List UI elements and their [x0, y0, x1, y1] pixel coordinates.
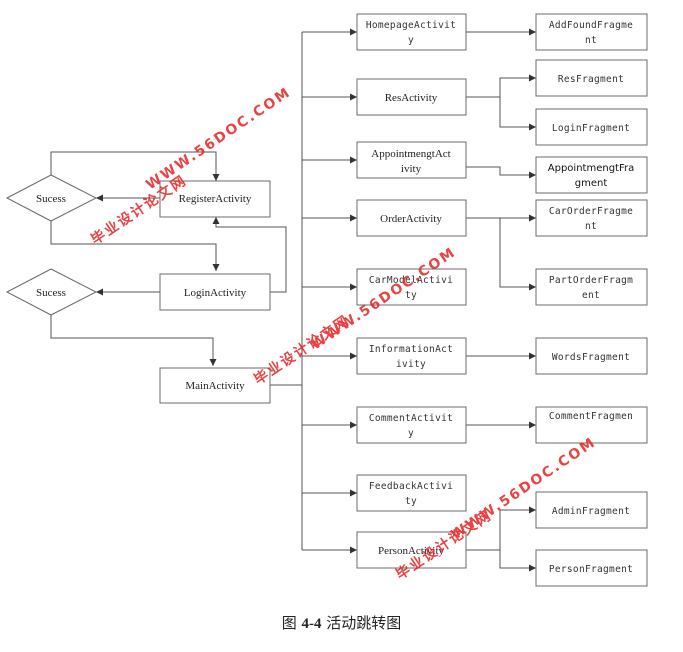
node-carmodel-line1: CarModelActivi [369, 275, 453, 286]
caption-prefix: 图 [281, 614, 297, 632]
activity-flow-diagram: Sucess Sucess RegisterActivity LoginActi… [5, 13, 648, 587]
decision-sucess-top-label: Sucess [36, 193, 66, 205]
node-carorder-fragment: CarOrderFragme nt [535, 199, 648, 237]
sucess-top-to-register-arrow [50, 151, 220, 181]
node-adminfrag-label: AdminFragment [552, 506, 630, 517]
node-person-activity: PersonActivity [356, 531, 467, 569]
sucess-bottom-to-main-arrow [50, 315, 217, 366]
decision-sucess-bottom-label: Sucess [36, 287, 66, 299]
decision-sucess-top: Sucess [5, 174, 98, 222]
node-order-activity: OrderActivity [356, 199, 467, 237]
appointment-to-appointfrag-arrow [466, 166, 536, 179]
node-information-activity: InformationAct ivity [356, 337, 467, 375]
node-feedback-line2: ty [405, 496, 417, 507]
person-to-admin-arrow [466, 506, 536, 551]
node-main-label: MainActivity [185, 380, 245, 392]
node-information-line2: ivity [396, 359, 426, 370]
login-to-register-arrow [212, 217, 287, 293]
node-loginfrag-label: LoginFragment [552, 123, 630, 134]
node-carorderfrag-line1: CarOrderFragme [549, 206, 633, 217]
res-to-loginfrag-arrow [499, 97, 536, 131]
node-login-label: LoginActivity [184, 287, 247, 299]
node-carorderfrag-line2: nt [585, 221, 597, 232]
node-login-activity: LoginActivity [159, 273, 271, 311]
node-addfound-fragment: AddFoundFragme nt [535, 13, 648, 51]
node-information-line1: InformationAct [369, 344, 453, 355]
node-order-label: OrderActivity [380, 213, 442, 225]
node-words-fragment: WordsFragment [535, 337, 648, 375]
caption-number: 4-4 [301, 616, 322, 632]
node-res-label: ResActivity [385, 92, 438, 104]
node-register-activity: RegisterActivity [159, 180, 271, 218]
watermark-site-1: WWW.56DOC.COM [143, 84, 294, 193]
node-personfrag-label: PersonFragment [549, 564, 633, 575]
node-partorderfrag-line1: PartOrderFragm [549, 275, 633, 286]
node-addfound-line2: nt [585, 35, 597, 46]
node-homepage-activity: HomepageActivit y [356, 13, 467, 51]
node-res-activity: ResActivity [356, 78, 467, 116]
node-homepage-line2: y [408, 35, 414, 46]
node-admin-fragment: AdminFragment [535, 491, 648, 529]
node-comment-line2: y [408, 428, 414, 439]
node-comment-line1: CommentActivit [369, 413, 453, 424]
caption-title: 活动跳转图 [326, 614, 402, 632]
node-person-label: PersonActivity [378, 545, 444, 557]
node-wordsfrag-label: WordsFragment [552, 352, 630, 363]
node-commentfrag-label: CommentFragmen [549, 411, 633, 422]
node-feedback-line1: FeedbackActivi [369, 481, 453, 492]
node-resfrag-label: ResFragment [558, 74, 624, 85]
node-feedback-activity: FeedbackActivi ty [356, 474, 467, 512]
node-appointment-activity: AppointmengtAct ivity [356, 141, 467, 179]
node-appointment-line1: AppointmengtAct [371, 148, 450, 160]
node-carmodel-line2: ty [405, 290, 417, 301]
order-to-partorderfrag-arrow [499, 218, 536, 291]
node-main-activity: MainActivity [159, 367, 271, 404]
connectors [50, 28, 536, 572]
person-to-personfrag-arrow [499, 550, 536, 572]
node-login-fragment: LoginFragment [535, 108, 648, 146]
node-appointment-line2: ivity [401, 163, 422, 175]
node-appointment-fragment: AppointmengtFra gment [535, 156, 648, 194]
node-addfound-line1: AddFoundFragme [549, 20, 633, 31]
node-res-fragment: ResFragment [535, 59, 648, 97]
node-appointfrag-line2: gment [575, 178, 608, 189]
figure-caption: 图 4-4 活动跳转图 [0, 612, 683, 633]
decision-sucess-bottom: Sucess [5, 268, 98, 316]
res-to-resfrag-arrow [466, 74, 536, 98]
node-person-fragment: PersonFragment [535, 549, 648, 587]
node-appointfrag-line1: AppointmengtFra [548, 163, 634, 174]
watermark-group: WWW.56DOC.COM 毕业设计论文网 WWW.56DOC.COM 毕业设计… [88, 84, 599, 583]
node-partorderfrag-line2: ent [582, 290, 600, 301]
node-comment-fragment: CommentFragmen [535, 406, 648, 444]
node-carmodel-activity: CarModelActivi ty [356, 268, 467, 306]
node-homepage-line1: HomepageActivit [366, 20, 456, 31]
node-comment-activity: CommentActivit y [356, 406, 467, 444]
sucess-top-to-login-arrow [50, 221, 220, 271]
node-partorder-fragment: PartOrderFragm ent [535, 268, 648, 306]
node-register-label: RegisterActivity [179, 193, 252, 205]
